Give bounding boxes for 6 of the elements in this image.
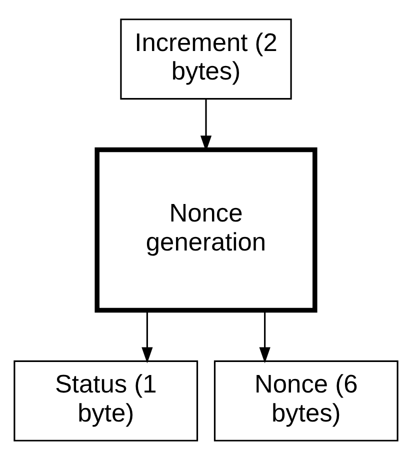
arrow	[142, 310, 153, 364]
node-box: Status (1 byte)	[14, 360, 198, 442]
node-box: Nonce (6 bytes)	[214, 360, 398, 442]
node-box: Nonce generation	[94, 147, 318, 313]
node-box: Increment (2 bytes)	[120, 18, 292, 100]
arrow	[259, 310, 270, 364]
